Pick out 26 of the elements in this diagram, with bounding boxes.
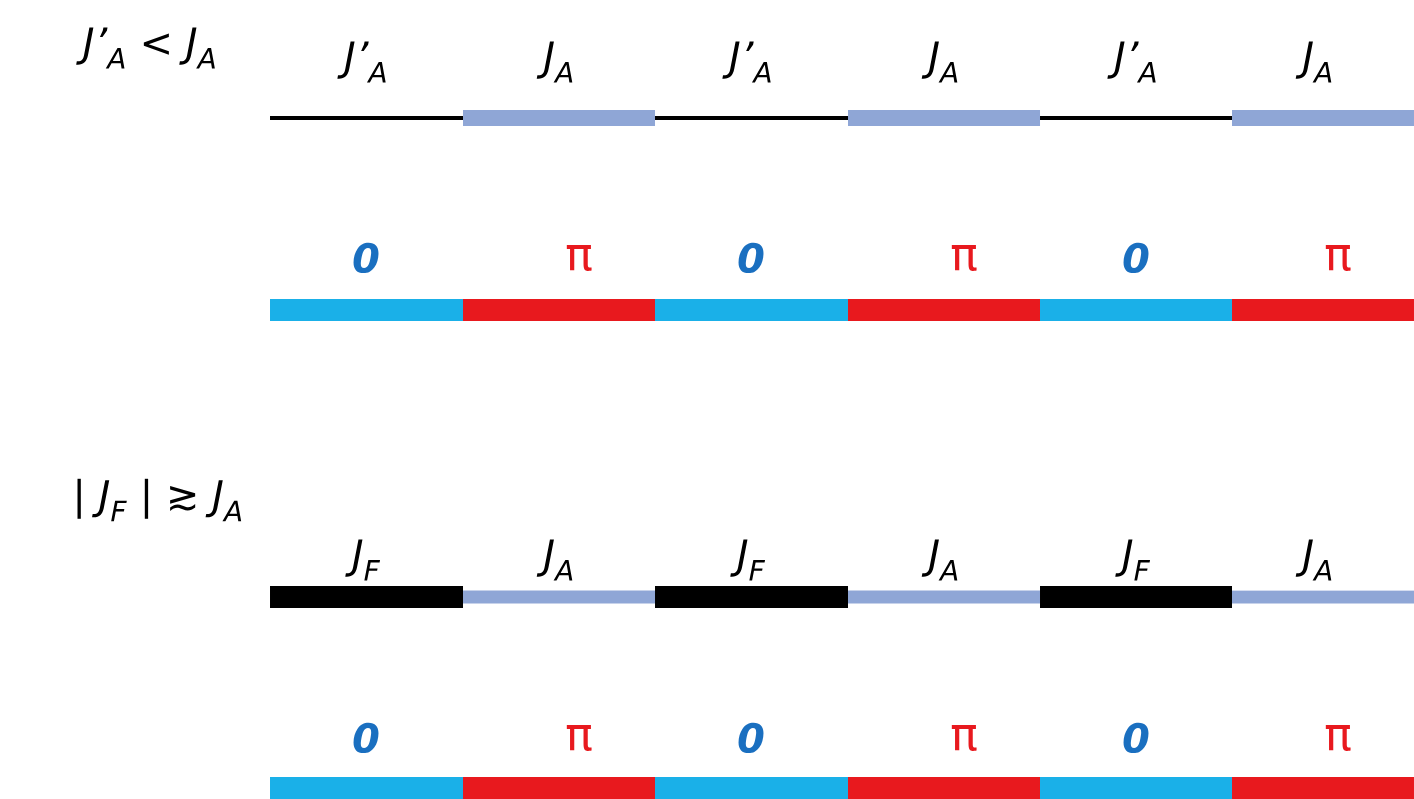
bond-label: J$_{A}$	[921, 41, 958, 83]
bond-label: J$_{A}$	[1295, 539, 1332, 581]
condition-label: | J$_{F}$ | ≳ J$_{A}$	[77, 478, 242, 522]
bond-label: J$_{F}$	[345, 539, 381, 581]
bond-label: J$_{A}$	[536, 41, 573, 83]
phase-label: 0	[1123, 242, 1149, 274]
phase-label: π	[566, 245, 592, 271]
phase-label: π	[1325, 245, 1351, 271]
phase-label: 0	[1123, 722, 1149, 754]
bond-label: J’$_{A}$	[722, 41, 771, 83]
bond-label: J$_{F}$	[1115, 539, 1151, 581]
condition-label: J’$_{A}$ < J$_{A}$	[76, 27, 215, 69]
phase-label: 0	[353, 722, 379, 754]
bond-label: J$_{F}$	[730, 539, 766, 581]
bond-label: J$_{A}$	[536, 539, 573, 581]
phase-label: π	[951, 245, 977, 271]
bond-label: J’$_{A}$	[337, 41, 386, 83]
phase-label: π	[951, 725, 977, 751]
phase-label: π	[1325, 725, 1351, 751]
bond-label: J$_{A}$	[1295, 41, 1332, 83]
bond-label: J’$_{A}$	[1107, 41, 1156, 83]
bond-label: J$_{A}$	[921, 539, 958, 581]
phase-label: π	[566, 725, 592, 751]
phase-label: 0	[738, 242, 764, 274]
phase-label: 0	[738, 722, 764, 754]
phase-label: 0	[353, 242, 379, 274]
